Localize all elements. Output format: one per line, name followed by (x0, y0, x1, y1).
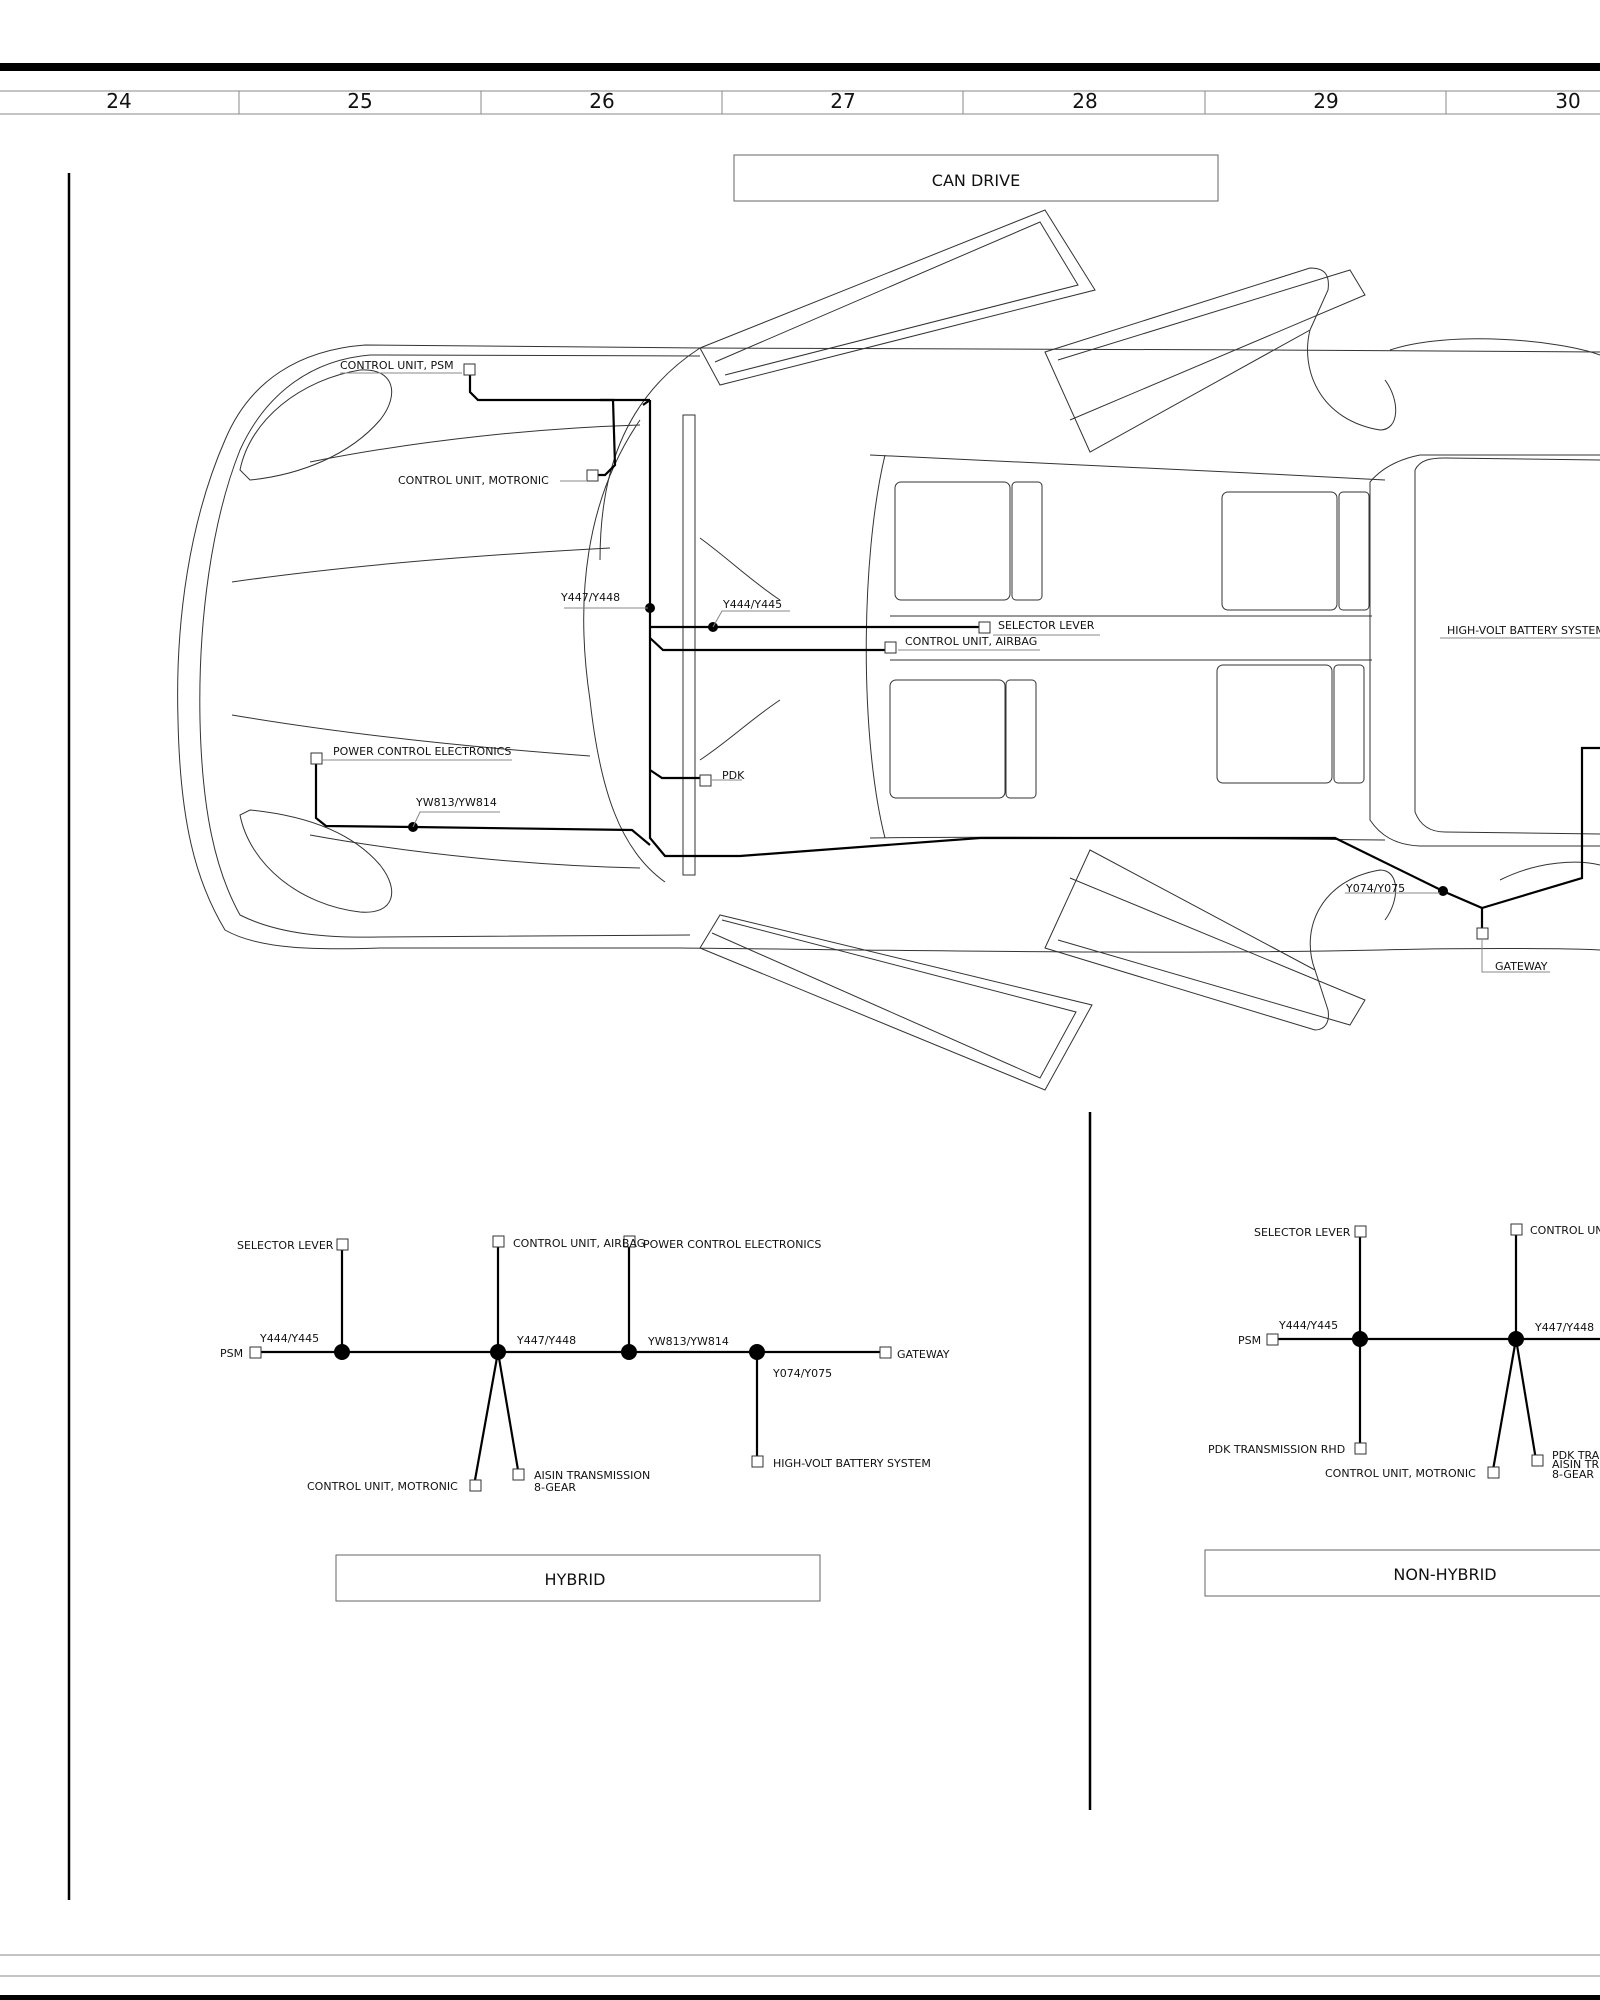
splice-y447 (645, 603, 655, 613)
hy-label-selector: SELECTOR LEVER (237, 1239, 334, 1252)
hy-label-yw813: YW813/YW814 (647, 1335, 729, 1348)
connector-selector (336, 1238, 349, 1251)
connector-pce (310, 752, 323, 765)
hy-label-y444: Y444/Y445 (259, 1332, 319, 1345)
hy-label-gateway: GATEWAY (897, 1348, 950, 1361)
hybrid-schematic (249, 1235, 892, 1492)
hy-label-y447: Y447/Y448 (516, 1334, 576, 1347)
connector-hv-battery (751, 1455, 764, 1468)
column-number: 30 (1555, 89, 1580, 113)
column-number: 29 (1313, 89, 1338, 113)
label-selector-lever: SELECTOR LEVER (998, 619, 1095, 632)
nh-label-gear: 8-GEAR (1552, 1468, 1594, 1481)
connector-selector (978, 621, 991, 634)
nh-label-y447: Y447/Y448 (1534, 1321, 1594, 1334)
column-number: 28 (1072, 89, 1097, 113)
label-power-control-electronics: POWER CONTROL ELECTRONICS (333, 745, 511, 758)
connector-psm (249, 1346, 262, 1359)
connector-control-unit (1510, 1223, 1523, 1236)
nh-label-y444: Y444/Y445 (1278, 1319, 1338, 1332)
nh-label-selector: SELECTOR LEVER (1254, 1226, 1351, 1239)
car-wiring (310, 363, 1600, 973)
connector-pdk-rhd (1354, 1442, 1367, 1455)
connector-psm (1266, 1333, 1279, 1346)
connector-motronic (586, 469, 599, 482)
node-y447 (490, 1344, 506, 1360)
label-control-unit-airbag: CONTROL UNIT, AIRBAG (905, 635, 1037, 648)
nh-label-control-unit: CONTROL UN (1530, 1224, 1600, 1237)
connector-airbag (884, 641, 897, 654)
hy-label-motronic: CONTROL UNIT, MOTRONIC (307, 1480, 458, 1493)
label-y074: Y074/Y075 (1345, 882, 1405, 895)
hybrid-title-box (335, 1554, 821, 1602)
hy-label-y074: Y074/Y075 (772, 1367, 832, 1380)
nh-label-aisin-tr: AISIN TR (1552, 1458, 1599, 1471)
column-number: 24 (106, 89, 131, 113)
label-control-unit-motronic: CONTROL UNIT, MOTRONIC (398, 474, 549, 487)
connector-pdk-aisin (1531, 1454, 1544, 1467)
hy-label-pce: POWER CONTROL ELECTRONICS (643, 1238, 821, 1251)
nh-label-pdk-tra: PDK TRA (1552, 1449, 1600, 1462)
connector-motronic (469, 1479, 482, 1492)
column-number: 27 (830, 89, 855, 113)
label-gateway: GATEWAY (1495, 960, 1548, 973)
node-y444 (1352, 1331, 1368, 1347)
splice-y074 (1438, 886, 1448, 896)
top-frame-bar (0, 63, 1600, 71)
hy-label-aisin-2: 8-GEAR (534, 1481, 576, 1494)
label-hv-battery: HIGH-VOLT BATTERY SYSTEM (1447, 624, 1600, 637)
non-hybrid-schematic (1266, 1223, 1600, 1479)
non-hybrid-title-box (1204, 1549, 1600, 1597)
connector-pdk (699, 774, 712, 787)
column-number: 26 (589, 89, 614, 113)
label-y447: Y447/Y448 (560, 591, 620, 604)
car-outline (177, 209, 1600, 1091)
hy-label-hv-battery: HIGH-VOLT BATTERY SYSTEM (773, 1457, 931, 1470)
label-yw813: YW813/YW814 (415, 796, 497, 809)
column-number: 25 (347, 89, 372, 113)
node-y444 (334, 1344, 350, 1360)
connector-gateway (879, 1346, 892, 1359)
non-hybrid-title: NON-HYBRID (1393, 1565, 1496, 1584)
hy-label-airbag: CONTROL UNIT, AIRBAG (513, 1237, 645, 1250)
nh-label-psm: PSM (1238, 1334, 1261, 1347)
connector-pce (623, 1235, 636, 1248)
connector-aisin (512, 1468, 525, 1481)
hy-label-aisin-1: AISIN TRANSMISSION (534, 1469, 650, 1482)
label-pdk: PDK (722, 769, 745, 782)
hybrid-title: HYBRID (545, 1570, 606, 1589)
connector-psm (463, 363, 476, 376)
label-y444: Y444/Y445 (722, 598, 782, 611)
connector-selector (1354, 1225, 1367, 1238)
connector-motronic (1487, 1466, 1500, 1479)
connector-gateway (1476, 927, 1489, 940)
node-y074 (749, 1344, 765, 1360)
can-drive-title-box (733, 154, 1219, 202)
hy-label-psm: PSM (220, 1347, 243, 1360)
nh-label-motronic: CONTROL UNIT, MOTRONIC (1325, 1467, 1476, 1480)
ruler-dividers (238, 91, 1447, 114)
node-yw813 (621, 1344, 637, 1360)
node-y447 (1508, 1331, 1524, 1347)
connector-airbag (492, 1235, 505, 1248)
nh-label-pdk-rhd: PDK TRANSMISSION RHD (1208, 1443, 1345, 1456)
can-drive-title: CAN DRIVE (932, 171, 1020, 190)
bottom-frame-bar (0, 1995, 1600, 2000)
label-control-unit-psm: CONTROL UNIT, PSM (340, 359, 454, 372)
